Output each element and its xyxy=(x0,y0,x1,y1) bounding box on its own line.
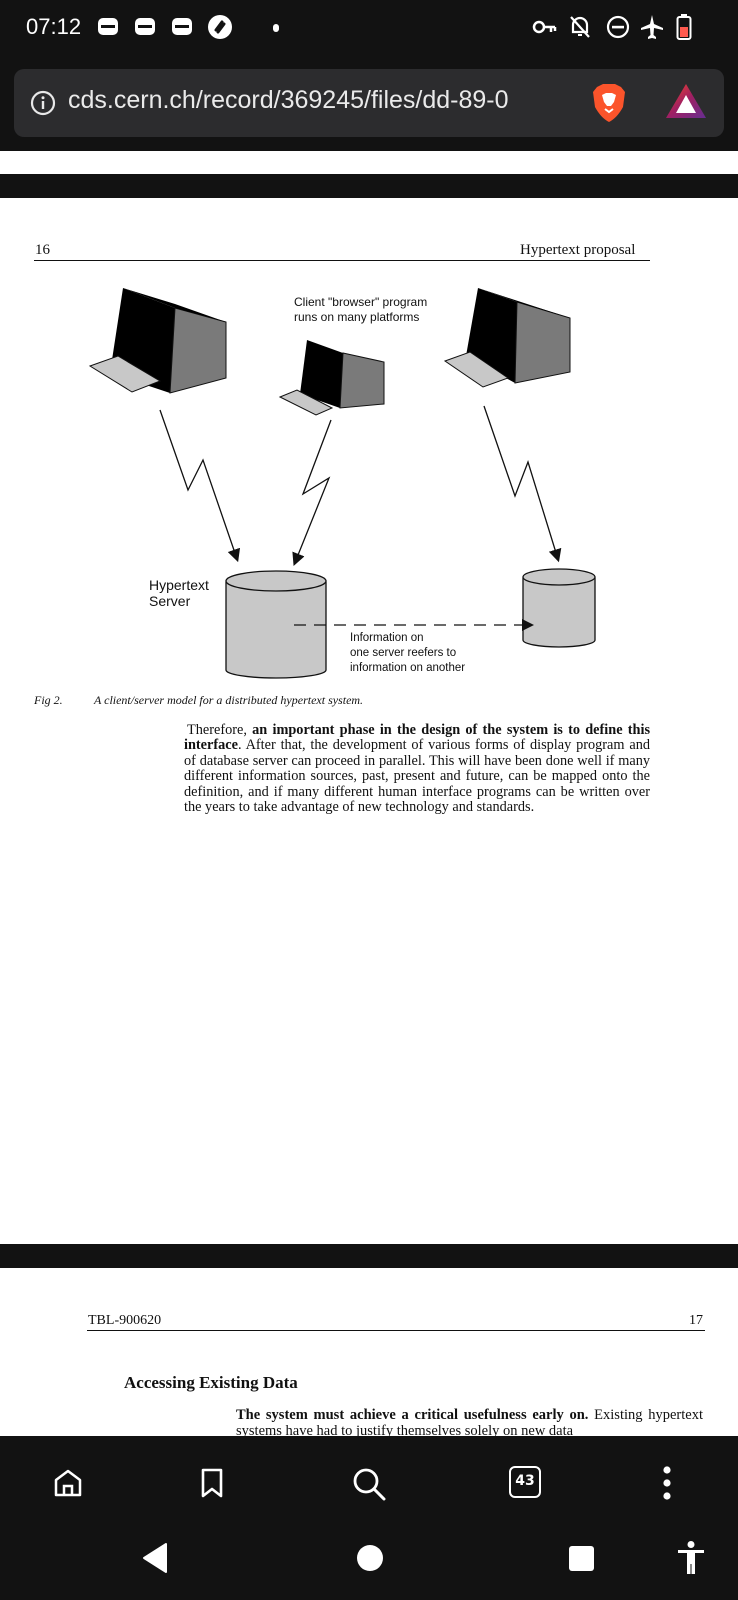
bottom-bar: 43 xyxy=(0,1436,738,1600)
info-label-line3: information on another xyxy=(350,661,465,676)
info-label-line1: Information on xyxy=(350,631,465,646)
page-number-17: 17 xyxy=(689,1313,703,1329)
computer-left xyxy=(90,288,226,393)
vpn-key-icon xyxy=(531,16,557,38)
search-icon[interactable] xyxy=(350,1465,388,1503)
brave-rewards-icon[interactable] xyxy=(664,82,708,122)
info-label: Information on one server reefers to inf… xyxy=(350,631,465,676)
server-label: Hypertext Server xyxy=(149,577,209,609)
server-label-line1: Hypertext xyxy=(149,577,209,593)
computer-right xyxy=(445,288,570,387)
accessibility-icon[interactable] xyxy=(676,1540,706,1576)
address-bar[interactable]: cds.cern.ch/record/369245/files/dd-89-0 xyxy=(14,69,724,137)
computer-middle xyxy=(280,340,384,415)
bookmark-icon[interactable] xyxy=(199,1467,225,1499)
brave-shield-icon[interactable] xyxy=(590,82,628,124)
pdf-page-17: TBL-900620 17 Accessing Existing Data Th… xyxy=(0,1268,738,1436)
body-paragraph: Therefore, an important phase in the des… xyxy=(184,723,650,815)
info-icon[interactable] xyxy=(30,90,56,116)
battery-low-icon xyxy=(676,13,692,41)
client-label: Client "browser" program runs on many pl… xyxy=(294,295,427,325)
message-icon xyxy=(97,16,119,38)
para-text-1: Therefore, xyxy=(184,722,252,738)
status-bar: 07:12 xyxy=(0,0,738,58)
dot-icon xyxy=(273,24,279,32)
para17-bold: The system must achieve a critical usefu… xyxy=(236,1407,588,1423)
message-icon xyxy=(134,16,156,38)
client-label-line1: Client "browser" program xyxy=(294,295,427,310)
fig-caption: A client/server model for a distributed … xyxy=(94,693,363,708)
page-top-strip xyxy=(0,151,738,174)
pdf-page-16: 16 Hypertext proposal xyxy=(0,198,738,1244)
server-cylinder-remote xyxy=(523,569,595,647)
home-icon[interactable] xyxy=(52,1467,84,1499)
server-cylinder-main xyxy=(226,571,326,678)
header-rule-17 xyxy=(87,1330,705,1331)
home-nav-icon[interactable] xyxy=(356,1544,384,1572)
tab-switcher-button[interactable]: 43 xyxy=(509,1466,541,1498)
server-label-line2: Server xyxy=(149,593,209,609)
airplane-icon xyxy=(640,14,664,40)
bell-off-icon xyxy=(568,14,592,40)
message-icon xyxy=(171,16,193,38)
status-time: 07:12 xyxy=(26,14,81,40)
section-title: Accessing Existing Data xyxy=(124,1373,298,1393)
do-not-disturb-icon xyxy=(606,15,630,39)
shazam-icon xyxy=(207,14,233,40)
back-icon[interactable] xyxy=(140,1542,170,1574)
page-separator xyxy=(0,1244,738,1268)
running-header-17: TBL-900620 xyxy=(88,1313,161,1329)
body-paragraph-17: The system must achieve a critical usefu… xyxy=(236,1407,703,1436)
para-text-2: . After that, the development of various… xyxy=(184,737,650,815)
fig-label: Fig 2. xyxy=(34,693,63,708)
client-label-line2: runs on many platforms xyxy=(294,310,427,325)
recents-icon[interactable] xyxy=(568,1545,595,1572)
url-text[interactable]: cds.cern.ch/record/369245/files/dd-89-0 xyxy=(68,86,588,115)
info-label-line2: one server reefers to xyxy=(350,646,465,661)
more-menu-icon[interactable] xyxy=(660,1464,674,1502)
